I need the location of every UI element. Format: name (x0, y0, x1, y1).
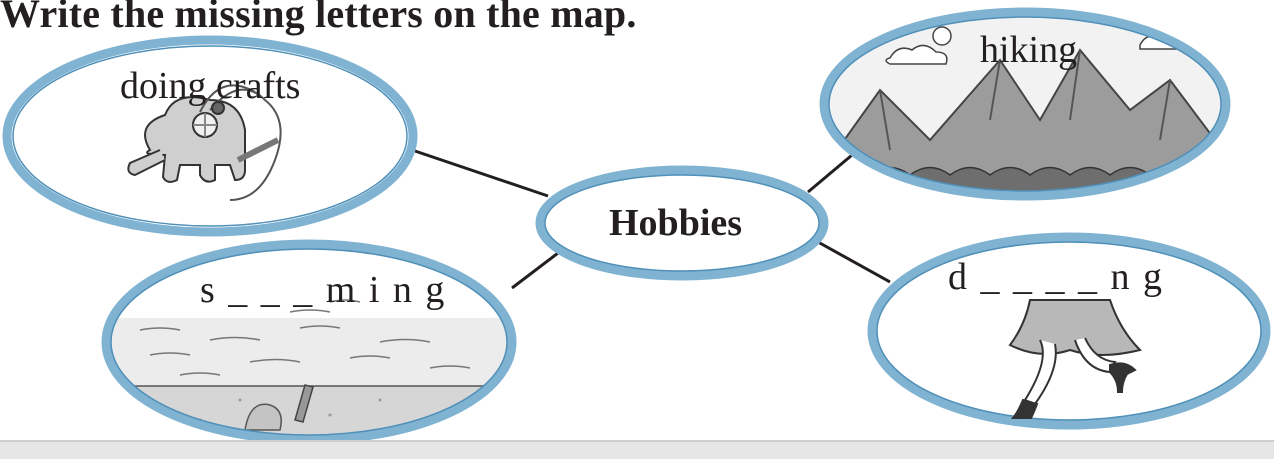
instruction-title: Write the missing letters on the map. (0, 0, 637, 36)
connector-hiking (807, 148, 859, 194)
label-swimming: s _ _ _ m i n g (200, 269, 447, 311)
mountains-icon (829, 17, 1221, 191)
node-crafts (2, 35, 418, 237)
node-dancing (867, 232, 1271, 430)
label-hiking: hiking (980, 29, 1078, 71)
connector-lines (411, 148, 891, 290)
connector-swimming (511, 248, 563, 290)
node-swimming (101, 239, 517, 445)
node-hiking (819, 7, 1231, 201)
label-center: Hobbies (609, 202, 743, 244)
label-crafts: doing crafts (120, 65, 301, 107)
connector-dancing (817, 240, 891, 284)
elephant-toy-icon (127, 84, 282, 201)
dancer-legs-icon (1008, 299, 1142, 419)
label-dancing: d _ _ _ _ n g (948, 256, 1164, 298)
node-center (535, 165, 829, 281)
connector-crafts (411, 148, 549, 198)
bottom-divider (0, 440, 1274, 459)
beach-icon (111, 299, 507, 435)
